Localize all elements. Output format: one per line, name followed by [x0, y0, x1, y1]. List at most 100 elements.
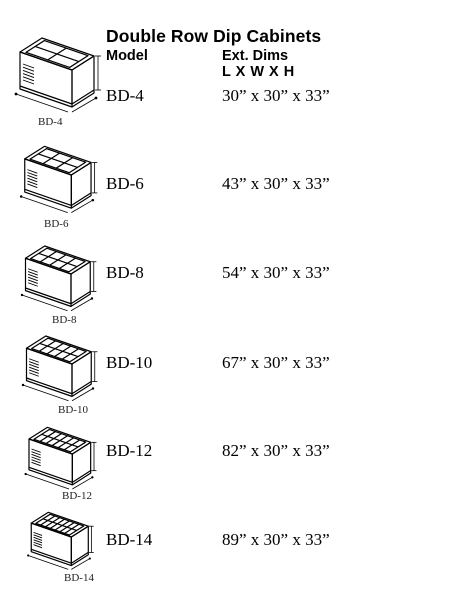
dimension-endpoint-dot — [88, 557, 91, 560]
page-title: Double Row Dip Cabinets — [106, 26, 322, 46]
grille-louver-line — [27, 181, 37, 185]
cabinet-base-plinth — [72, 471, 90, 485]
model-name: BD-10 — [106, 353, 153, 372]
cabinet-base-plinth — [71, 292, 90, 307]
width-dimension-line — [71, 559, 90, 570]
dimension-endpoint-dot — [21, 383, 25, 387]
grille-louver-line — [34, 537, 42, 540]
grille-louver-line — [29, 362, 39, 366]
cabinet-top-rim — [36, 514, 84, 535]
cabinet-caption: BD-14 — [64, 572, 94, 584]
grille-louver-line — [34, 545, 42, 548]
dimension-endpoint-dot — [91, 387, 95, 390]
grille-louver-line — [28, 280, 38, 284]
cabinet-dimensions: 54” x 30” x 33” — [222, 263, 330, 282]
grille-louver-line — [27, 170, 37, 174]
dimension-endpoint-dot — [91, 198, 95, 202]
grille-louver-line — [27, 178, 37, 182]
grille-louver-line — [23, 70, 34, 74]
grille-louver-line — [34, 535, 42, 538]
cabinet-illustration-bd-14 — [27, 500, 106, 574]
cabinet-caption: BD-10 — [58, 404, 88, 416]
lid-divider-line — [38, 154, 77, 168]
grille-louver-line — [28, 274, 38, 278]
grille-louver-line — [27, 172, 37, 176]
cabinet-dimensions: 89” x 30” x 33” — [222, 530, 330, 549]
dimension-endpoint-dot — [19, 195, 23, 198]
width-dimension-line — [71, 200, 93, 213]
width-dimension-line — [72, 389, 93, 401]
lid-divider-line — [35, 46, 79, 61]
cabinet-dimensions: 30” x 30” x 33” — [222, 86, 330, 105]
grille-louver-line — [27, 175, 37, 179]
column-header-lxwxh: L X W X H — [222, 64, 295, 80]
dimension-endpoint-dot — [14, 92, 18, 96]
grille-louver-line — [32, 452, 41, 455]
cabinet-base-plinth — [72, 90, 94, 107]
cabinet-base-plinth — [71, 552, 88, 565]
dimension-endpoint-dot — [94, 96, 98, 100]
length-dimension-line — [26, 474, 69, 489]
width-dimension-line — [72, 98, 96, 112]
grille-louver-line — [34, 540, 42, 543]
cabinet-base-plinth — [27, 378, 73, 396]
cabinet-top-rim — [32, 338, 86, 362]
length-dimension-line — [23, 385, 69, 401]
grille-louver-line — [27, 184, 37, 188]
cabinet-caption: BD-12 — [62, 490, 92, 502]
cabinet-base-plinth — [72, 382, 91, 397]
cabinet-top-rim — [30, 149, 86, 173]
cabinet-base-plinth — [26, 288, 72, 306]
grille-louver-line — [28, 272, 38, 276]
length-dimension-line — [21, 197, 68, 213]
model-name: BD-8 — [106, 263, 144, 282]
cabinet-illustration-bd-10 — [21, 322, 106, 406]
cabinet-dimensions: 67” x 30” x 33” — [222, 353, 330, 372]
grille-louver-line — [23, 77, 34, 81]
grille-louver-line — [28, 283, 38, 287]
grille-louver-line — [23, 64, 34, 68]
grille-louver-line — [29, 367, 39, 371]
lid-divider-line — [39, 253, 77, 266]
cabinet-base-plinth — [20, 86, 72, 107]
cabinet-base-plinth — [31, 549, 71, 565]
dimension-endpoint-dot — [27, 554, 30, 557]
grille-louver-line — [23, 80, 34, 84]
grille-louver-line — [34, 542, 42, 545]
cabinet-base-plinth — [29, 467, 72, 485]
column-header-model: Model — [106, 48, 148, 64]
cabinet-illustration-bd-4 — [14, 22, 106, 118]
cabinet-caption: BD-4 — [38, 116, 63, 128]
grille-louver-line — [32, 449, 41, 452]
grille-louver-line — [28, 269, 38, 273]
cabinet-caption: BD-8 — [52, 314, 77, 326]
lid-divider-line — [42, 434, 78, 447]
cabinet-base-plinth — [25, 189, 72, 208]
lid-divider-line — [43, 519, 77, 531]
cabinet-dimensions: 82” x 30” x 33” — [222, 441, 330, 460]
grille-louver-line — [28, 277, 38, 281]
grille-louver-line — [23, 74, 34, 78]
lid-divider-line — [40, 343, 78, 356]
cabinet-dimensions: 43” x 30” x 33” — [222, 174, 330, 193]
model-name: BD-4 — [106, 86, 144, 105]
dimension-endpoint-dot — [20, 293, 24, 297]
length-dimension-line — [28, 556, 68, 570]
width-dimension-line — [71, 299, 92, 311]
model-name: BD-12 — [106, 441, 153, 460]
grille-louver-line — [29, 373, 39, 377]
cabinet-top-rim — [26, 41, 88, 68]
cabinet-base-plinth — [71, 193, 91, 208]
length-dimension-line — [16, 94, 68, 112]
grille-louver-line — [29, 370, 39, 374]
cabinet-illustration-bd-12 — [24, 414, 106, 494]
model-name: BD-14 — [106, 530, 153, 549]
dimension-endpoint-dot — [91, 476, 94, 479]
grille-louver-line — [32, 462, 41, 465]
cabinet-side-face — [72, 442, 90, 482]
grille-louver-line — [32, 460, 41, 463]
grille-louver-line — [23, 67, 34, 71]
grille-louver-line — [29, 364, 39, 368]
width-dimension-line — [72, 477, 92, 489]
grille-louver-line — [32, 454, 41, 457]
